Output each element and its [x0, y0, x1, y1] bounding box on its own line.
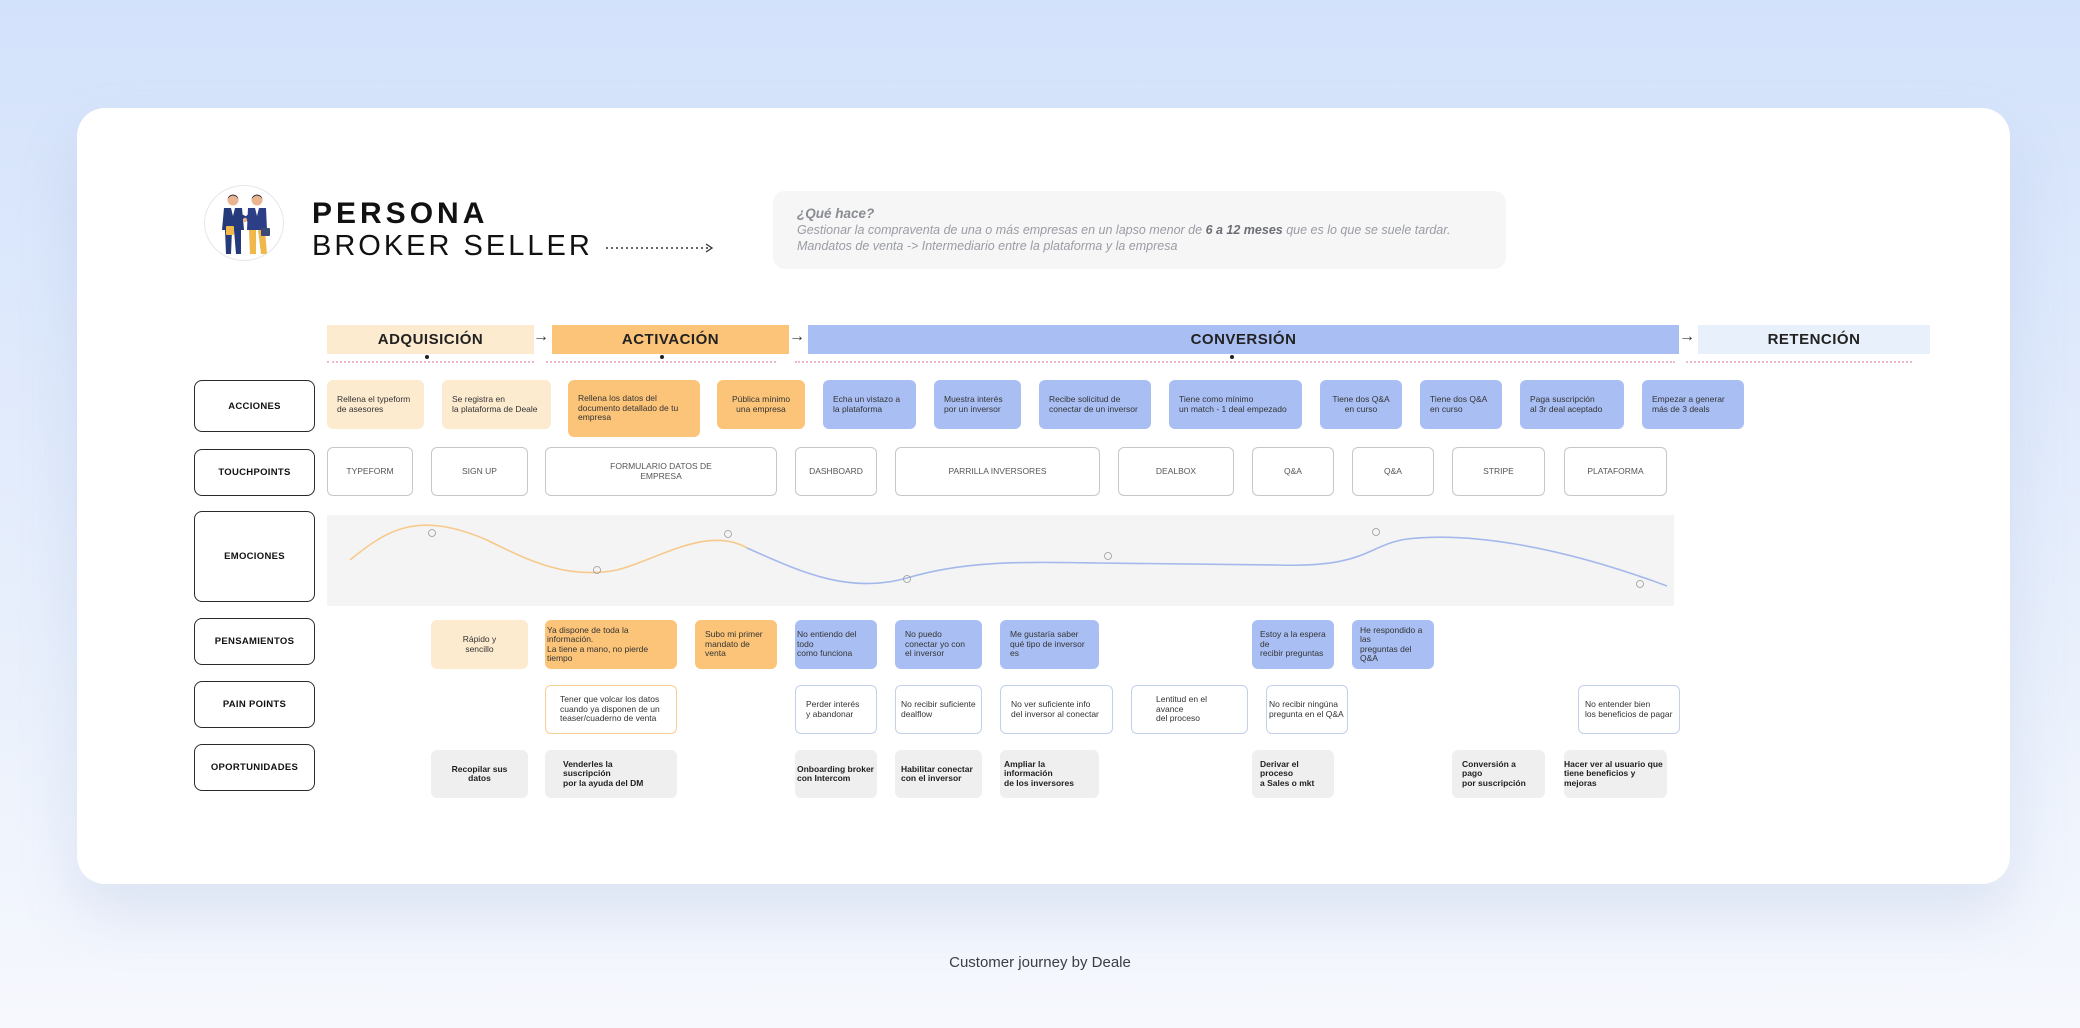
persona-avatar — [204, 185, 284, 261]
pain-point-card: Lentitud en el avance del proceso — [1131, 685, 1248, 734]
oportunidad-card: Habilitar conectar con el inversor — [895, 750, 982, 798]
oportunidad-card: Conversión a pago por suscripción — [1452, 750, 1545, 798]
accion-card: Empezar a generar más de 3 deals — [1642, 380, 1744, 429]
pensamiento-card: Ya dispone de toda la información. La ti… — [545, 620, 677, 669]
stage-divider-4 — [1686, 361, 1912, 363]
pensamiento-card: Rápido y sencillo — [431, 620, 528, 669]
touchpoint-card: Q&A — [1252, 447, 1334, 496]
question-text-bold: 6 a 12 meses — [1205, 223, 1283, 237]
oportunidad-card: Hacer ver al usuario que tiene beneficio… — [1564, 750, 1667, 798]
row-label-oportunidades: OPORTUNIDADES — [194, 744, 315, 791]
pensamiento-card: Subo mi primer mandato de venta — [695, 620, 777, 669]
stage-adquisicion: ADQUISICIÓN — [327, 325, 534, 354]
persona-subtitle: BROKER SELLER — [312, 230, 593, 262]
accion-card: Paga suscripción al 3r deal aceptado — [1520, 380, 1624, 429]
question-line-1: Gestionar la compraventa de una o más em… — [797, 222, 1482, 238]
pain-point-card: No ver suficiente info del inversor al c… — [1000, 685, 1113, 734]
stage-activacion: ACTIVACIÓN — [552, 325, 789, 354]
oportunidad-card: Derivar el proceso a Sales o mkt — [1252, 750, 1334, 798]
stage-marker — [425, 355, 429, 359]
stage-arrow-3: → — [1679, 328, 1695, 345]
pensamiento-card: He respondido a las preguntas del Q&A — [1352, 620, 1434, 669]
question-box: ¿Qué hace? Gestionar la compraventa de u… — [773, 191, 1506, 269]
pensamiento-card: Me gustaría saber qué tipo de inversor e… — [1000, 620, 1099, 669]
stage-divider-3 — [795, 361, 1675, 363]
pain-point-card: Perder interés y abandonar — [795, 685, 877, 734]
accion-card: Pública mínimo una empresa — [717, 380, 805, 429]
pain-point-card: No entender bien los beneficios de pagar — [1578, 685, 1680, 734]
accion-card: Tiene dos Q&A en curso — [1420, 380, 1502, 429]
stage-marker — [660, 355, 664, 359]
row-label-pain-points: PAIN POINTS — [194, 681, 315, 728]
accion-card: Echa un vistazo a la plataforma — [823, 380, 916, 429]
touchpoint-card: PLATAFORMA — [1564, 447, 1667, 496]
touchpoint-card: Q&A — [1352, 447, 1434, 496]
stage-arrow-2: → — [789, 328, 805, 345]
row-label-pensamientos: PENSAMIENTOS — [194, 618, 315, 665]
touchpoint-card: SIGN UP — [431, 447, 528, 496]
stage-conversion: CONVERSIÓN — [808, 325, 1679, 354]
stage-marker — [1230, 355, 1234, 359]
emotion-curve — [349, 524, 1668, 588]
pain-point-card: Tener que volcar los datos cuando ya dis… — [545, 685, 677, 734]
stage-divider-1 — [327, 361, 534, 363]
oportunidad-card: Recopilar sus datos — [431, 750, 528, 798]
oportunidad-card: Venderles la suscripción por la ayuda de… — [545, 750, 677, 798]
question-line-2: Mandatos de venta -> Intermediario entre… — [797, 239, 1178, 253]
smiley-icon — [428, 528, 1644, 588]
row-label-emociones: EMOCIONES — [194, 511, 315, 602]
touchpoint-card: FORMULARIO DATOS DE EMPRESA — [545, 447, 777, 496]
touchpoint-card: PARRILLA INVERSORES — [895, 447, 1100, 496]
pensamiento-card: No entiendo del todo como funciona — [795, 620, 877, 669]
question-text-pre: Gestionar la compraventa de una o más em… — [797, 223, 1206, 237]
footer-caption: Customer journey by Deale — [949, 954, 1131, 971]
accion-card: Muestra interés por un inversor — [934, 380, 1021, 429]
question-text-post: que es lo que se suele tardar. — [1282, 223, 1451, 237]
business-handshake-icon — [222, 194, 270, 254]
accion-card: Se registra en la plataforma de Deale — [442, 380, 551, 429]
accion-card: Rellena los datos del documento detallad… — [568, 380, 700, 437]
stage-arrow-1: → — [533, 328, 549, 345]
accion-card: Recibe solicitud de conectar de un inver… — [1039, 380, 1151, 429]
pensamiento-card: Estoy a la espera de recibir preguntas — [1252, 620, 1334, 669]
dotted-arrow-icon — [606, 243, 714, 253]
oportunidad-card: Ampliar la información de los inversores — [1000, 750, 1099, 798]
row-label-acciones: ACCIONES — [194, 380, 315, 432]
pensamiento-card: No puedo conectar yo con el inversor — [895, 620, 982, 669]
accion-card: Tiene como mínimo un match - 1 deal empe… — [1169, 380, 1302, 429]
touchpoint-card: DEALBOX — [1118, 447, 1234, 496]
accion-card: Rellena el typeform de asesores — [327, 380, 424, 429]
row-label-touchpoints: TOUCHPOINTS — [194, 449, 315, 496]
stage-retencion: RETENCIÓN — [1698, 325, 1930, 354]
persona-title: PERSONA — [312, 197, 489, 230]
touchpoint-card: TYPEFORM — [327, 447, 413, 496]
touchpoint-card: DASHBOARD — [795, 447, 877, 496]
stage-divider-2 — [546, 361, 776, 363]
pain-point-card: No recibir ningúna pregunta en el Q&A — [1266, 685, 1348, 734]
emotion-area — [327, 515, 1674, 606]
accion-card: Tiene dos Q&A en curso — [1320, 380, 1402, 429]
touchpoint-card: STRIPE — [1452, 447, 1545, 496]
oportunidad-card: Onboarding broker con Intercom — [795, 750, 877, 798]
pain-point-card: No recibir suficiente dealflow — [895, 685, 982, 734]
question-title: ¿Qué hace? — [797, 206, 875, 221]
